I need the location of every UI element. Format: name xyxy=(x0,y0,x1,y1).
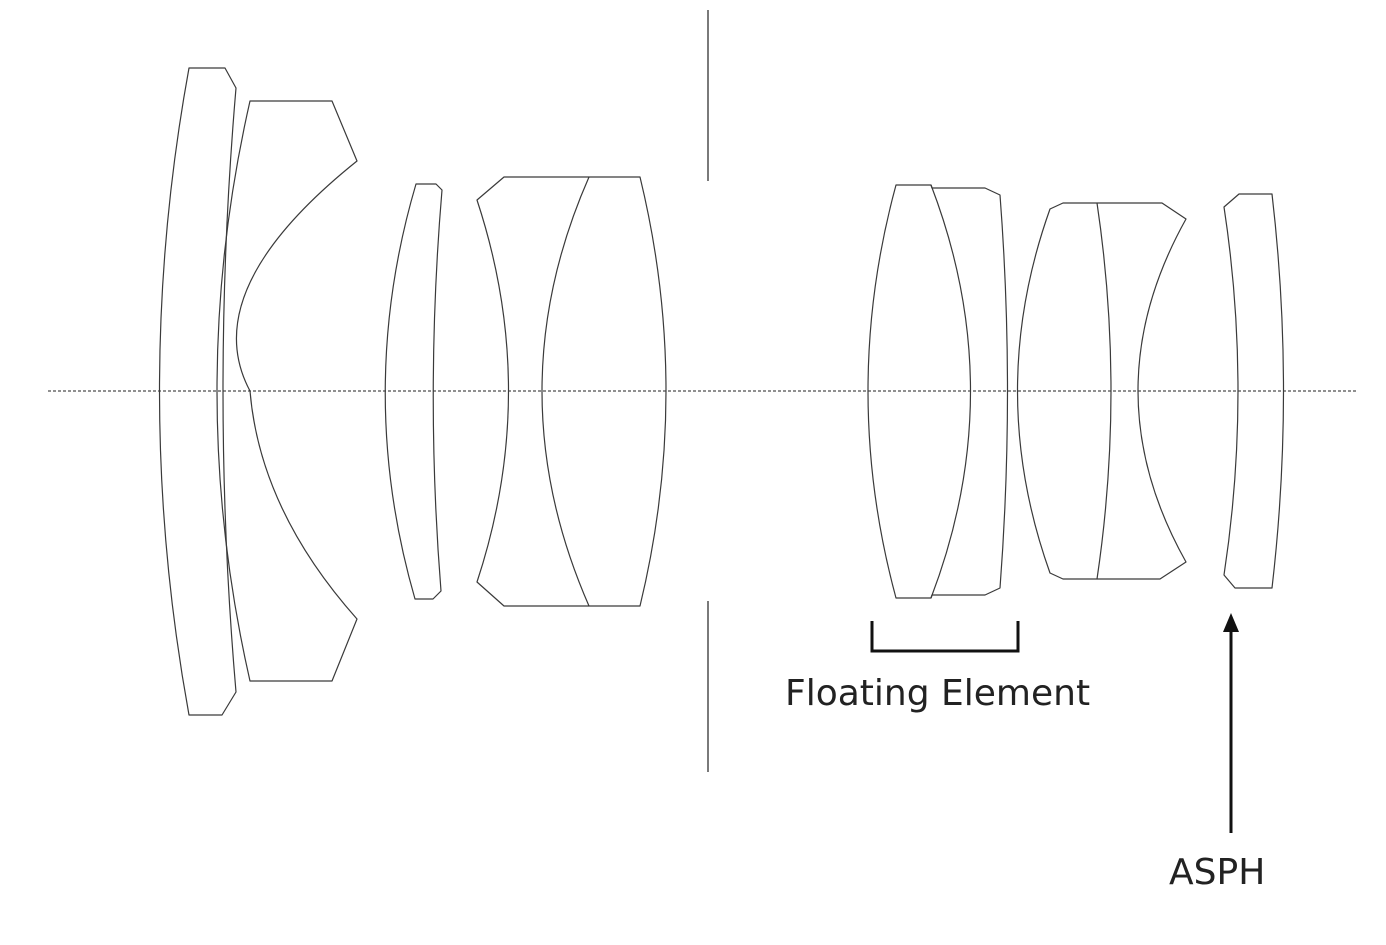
lens-doublet-4-5 xyxy=(476,176,667,607)
lens-element-2 xyxy=(216,100,358,682)
lens-doublet-floating xyxy=(867,184,1009,599)
lens-element-3 xyxy=(384,183,443,600)
floating-element-label: Floating Element xyxy=(785,673,1090,714)
lens-element-asph xyxy=(1223,193,1285,589)
floating-element-bracket xyxy=(870,621,1020,653)
asph-label: ASPH xyxy=(1169,852,1265,893)
rear-doublet-cement-surface xyxy=(1096,202,1112,580)
doublet-4-5-cement-surface xyxy=(541,176,590,607)
floating-doublet-cement-surface xyxy=(930,184,972,599)
lens-doublet-rear xyxy=(1016,202,1187,580)
asph-arrow-head xyxy=(1223,613,1239,632)
lens-element-1 xyxy=(158,67,237,716)
